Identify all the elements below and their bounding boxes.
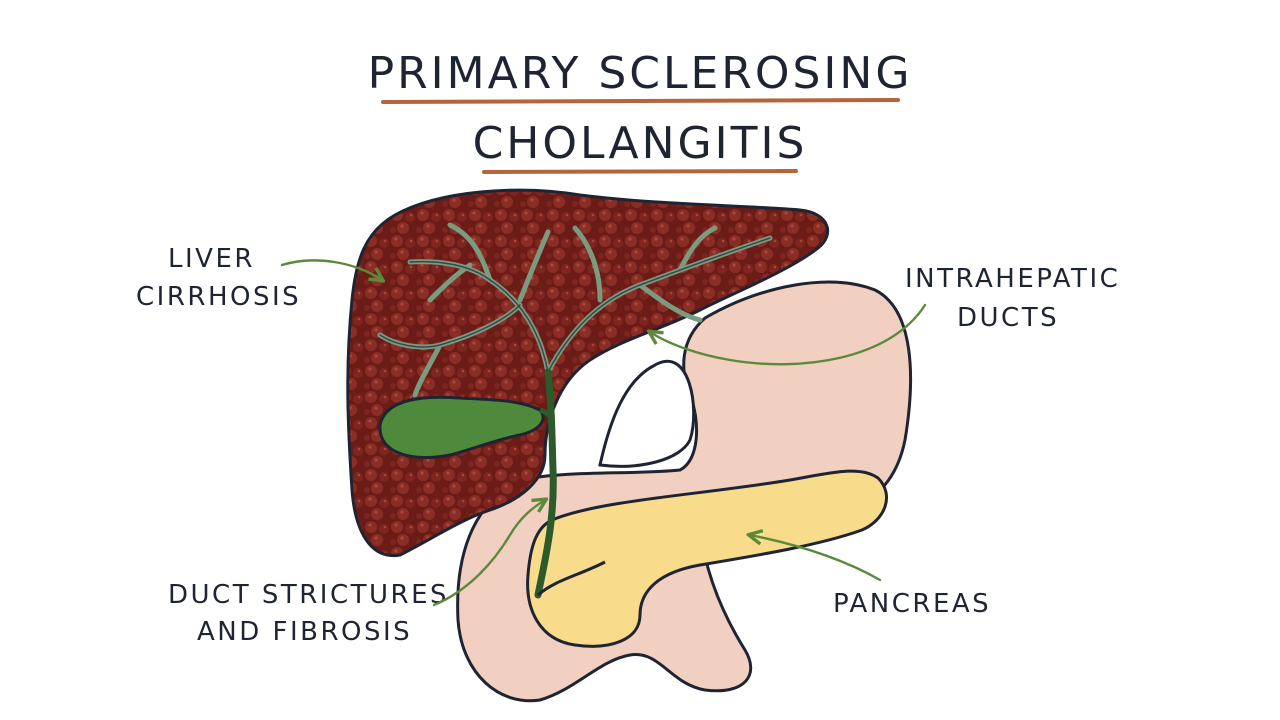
common-bile-duct [534, 368, 557, 599]
label-duct-strictures-line2: AND FIBROSIS [197, 617, 412, 647]
stomach-inner-curve [598, 360, 696, 468]
title-line-1: PRIMARY SCLEROSING [368, 48, 913, 99]
label-liver-line2: CIRRHOSIS [136, 282, 301, 312]
liver [346, 188, 830, 558]
arrow-liver [280, 259, 382, 280]
arrow-intrahepatic [650, 303, 927, 366]
gallbladder [378, 395, 545, 459]
title-underline-1 [381, 98, 900, 104]
label-intrahepatic-line1: INTRAHEPATIC [905, 264, 1120, 294]
arrow-duct-strictures [432, 500, 545, 607]
arrow-pancreas [750, 535, 882, 582]
pancreas [526, 469, 889, 648]
intrahepatic-duct-outlines [379, 237, 771, 373]
label-duct-strictures-line1: DUCT STRICTURES [168, 580, 449, 610]
cystic-duct [539, 407, 555, 422]
pancreatic-duct-junction [537, 560, 606, 597]
label-intrahepatic-line2: DUCTS [957, 303, 1059, 333]
title-line-2: CHOLANGITIS [473, 118, 808, 169]
title-underline-2 [482, 169, 798, 174]
label-liver-line1: LIVER [168, 244, 255, 274]
label-pancreas: PANCREAS [833, 589, 991, 619]
